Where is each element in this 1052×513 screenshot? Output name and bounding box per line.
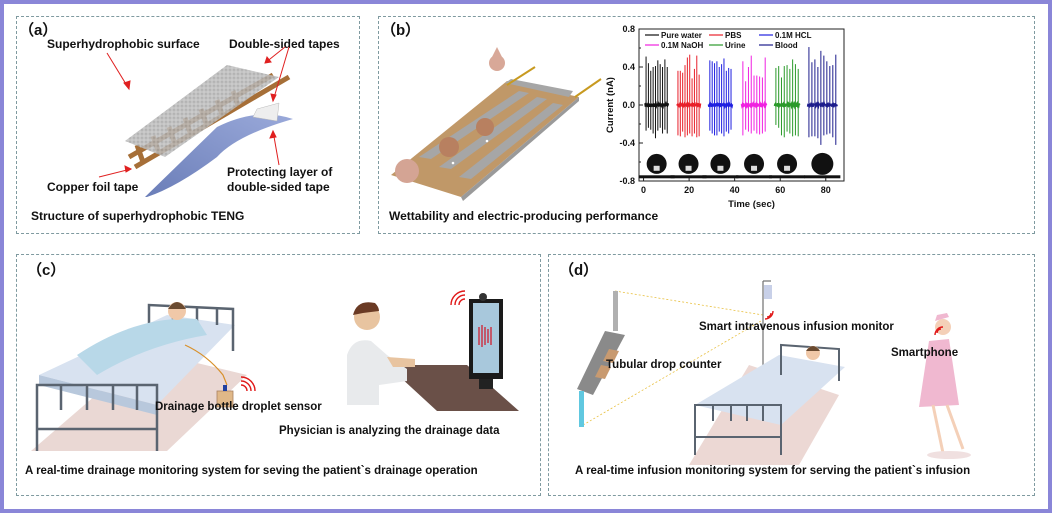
y-tick-label: 0.8 — [622, 24, 635, 34]
x-tick-label: 20 — [684, 185, 694, 195]
panel-b: （b） Wettability and electric-producing p… — [378, 16, 1035, 234]
droplet-substrate — [670, 175, 707, 179]
contact-angle-droplet — [678, 153, 699, 174]
water-droplets — [395, 47, 505, 183]
panel-c-label: （c） — [27, 262, 66, 279]
droplet-highlight — [685, 165, 692, 171]
superhydrophobic-surface-shape — [125, 65, 279, 157]
protecting-layer-shape — [145, 114, 293, 197]
legend-label: Pure water — [661, 31, 702, 40]
contact-angle-droplet — [811, 152, 834, 175]
wireless-signal-icon — [450, 290, 466, 306]
lead-wires — [506, 66, 602, 98]
droplet-substrate — [702, 175, 739, 179]
label-physician: Physician is analyzing the drainage data — [279, 425, 500, 437]
wireless-signal-icon — [934, 326, 944, 336]
y-tick-label: 0.4 — [622, 62, 635, 72]
annotation-arrows — [98, 46, 290, 178]
droplet-highlight — [717, 165, 724, 171]
contact-angle-droplet — [744, 153, 765, 174]
droplet-highlight — [784, 165, 791, 171]
droplet-substrate — [804, 175, 841, 179]
panel-b-caption: Wettability and electric-producing perfo… — [389, 209, 659, 223]
legend-label: 0.1M NaOH — [661, 41, 703, 50]
computer-monitor — [469, 293, 503, 389]
legend-label: 0.1M HCL — [775, 31, 812, 40]
patient-body — [77, 318, 207, 375]
series-pure-water — [644, 56, 670, 139]
droplet-substrate — [736, 175, 773, 179]
panel-d: （d） — [548, 254, 1035, 496]
label-protecting-layer-line1: Protecting layer of — [227, 165, 333, 179]
zoom-guide-lines — [582, 290, 764, 426]
y-tick-label: -0.8 — [619, 176, 635, 186]
droplet — [395, 159, 419, 183]
panel-a-label: （a） — [19, 22, 58, 39]
physician-illustration — [347, 290, 519, 411]
x-tick-label: 40 — [730, 185, 740, 195]
droplet — [439, 137, 459, 157]
panel-c: （c） — [16, 254, 541, 496]
panel-c-caption: A real-time drainage monitoring system f… — [25, 465, 478, 477]
series-baseline — [806, 100, 838, 110]
bed-frame — [35, 303, 235, 451]
series-urine — [773, 59, 801, 138]
tubular-drop-counter — [577, 291, 625, 427]
label-smart-infusion-monitor: Smart intravenous infusion monitor — [699, 321, 894, 333]
drainage-tube — [184, 344, 228, 386]
contact-angle-droplet — [646, 153, 667, 174]
panel-b-label: （b） — [381, 22, 421, 39]
teng-structure-illustration — [98, 46, 293, 197]
legend-label: Blood — [775, 41, 798, 50]
iv-bag — [764, 285, 772, 299]
label-drainage-sensor: Drainage bottle droplet sensor — [155, 401, 322, 413]
infusion-illustration — [577, 280, 971, 465]
label-protecting-layer-line2: double-sided tape — [227, 180, 330, 194]
droplet-substrate — [638, 175, 675, 179]
panel-a: （a） Superhydrophobic surface Double-side… — [16, 16, 360, 234]
contact-angle-droplet — [777, 153, 798, 174]
wireless-signal-icon — [240, 376, 256, 392]
double-sided-tape-shape — [252, 102, 280, 122]
x-tick-label: 80 — [821, 185, 831, 195]
panel-d-label: （d） — [559, 262, 599, 279]
droplet-highlight — [653, 165, 660, 171]
series-0-1m-hcl — [707, 58, 734, 137]
mattress — [695, 355, 845, 425]
droplet-substrate — [769, 175, 806, 179]
x-axis-label: Time (sec) — [728, 199, 775, 210]
droplet — [476, 118, 494, 136]
y-tick-label: 0.0 — [622, 100, 635, 110]
droplet-device-illustration — [391, 47, 602, 201]
contact-angle-droplet — [710, 153, 731, 174]
series-0-1m-naoh — [740, 55, 768, 136]
panel-d-caption: A real-time infusion monitoring system f… — [575, 465, 971, 477]
legend-label: PBS — [725, 31, 742, 40]
y-axis-label: Current (nA) — [605, 77, 616, 133]
x-tick-label: 60 — [775, 185, 785, 195]
legend-label: Urine — [725, 41, 746, 50]
label-superhydrophobic-surface: Superhydrophobic surface — [47, 37, 200, 51]
series-blood — [806, 47, 838, 145]
iv-pole — [762, 280, 771, 365]
x-tick-label: 0 — [641, 185, 646, 195]
label-tubular-drop-counter: Tubular drop counter — [606, 359, 722, 371]
physician-coat — [347, 340, 407, 405]
droplet-highlight — [751, 165, 758, 171]
nurse-figure — [919, 313, 971, 459]
desk — [387, 365, 519, 411]
wireless-signal-icon — [764, 310, 774, 320]
label-copper-foil-tape: Copper foil tape — [47, 180, 139, 194]
y-tick-label: -0.4 — [619, 138, 635, 148]
label-smartphone: Smartphone — [891, 347, 959, 359]
panel-a-caption: Structure of superhydrophobic TENG — [31, 209, 245, 223]
patient-bed-illustration — [31, 302, 256, 451]
series-pbs — [676, 54, 702, 138]
label-double-sided-tapes: Double-sided tapes — [229, 37, 340, 51]
